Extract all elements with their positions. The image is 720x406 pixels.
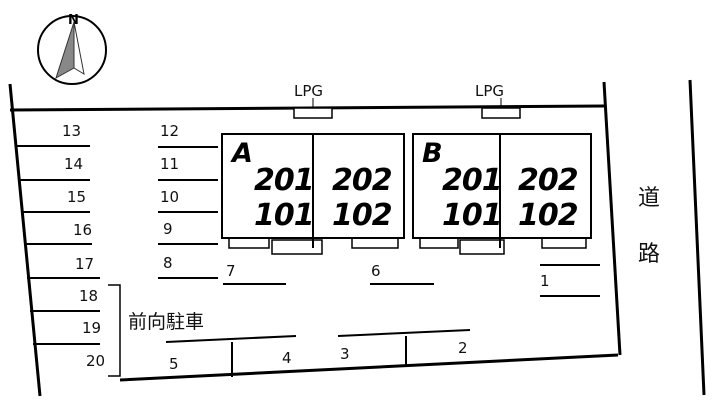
parking-space-3: 3 <box>340 345 350 363</box>
parking-space-12: 12 <box>160 122 180 140</box>
lpg-label-a: LPG <box>294 82 324 100</box>
parking-space-13: 13 <box>62 122 82 140</box>
parking-space-14: 14 <box>64 155 84 173</box>
lpg-tank-b <box>481 107 521 119</box>
building-b-unit-101: 101 <box>442 198 503 233</box>
building-a-unit-202: 202 <box>332 163 393 198</box>
building-a-label: A <box>232 138 253 169</box>
parking-lines-middle <box>158 146 218 279</box>
road-edge <box>688 79 706 396</box>
building-b-label: B <box>422 138 443 169</box>
building-a <box>221 133 405 255</box>
parking-space-15: 15 <box>67 188 87 206</box>
lpg-label-b: LPG <box>475 82 505 100</box>
building-a-unit-102: 102 <box>332 198 393 233</box>
north-label: N <box>68 13 79 28</box>
parking-lines-front <box>30 284 121 377</box>
parking-space-11: 11 <box>160 155 180 173</box>
parking-space-20: 20 <box>86 352 106 370</box>
building-b <box>412 133 592 255</box>
parking-space-17: 17 <box>75 255 95 273</box>
parking-space-10: 10 <box>160 188 180 206</box>
building-a-unit-201: 201 <box>254 163 315 198</box>
parking-lines-other <box>165 264 600 377</box>
parking-space-2: 2 <box>458 339 468 357</box>
parking-space-6: 6 <box>371 262 381 280</box>
lpg-tank-a <box>293 107 333 119</box>
building-a-unit-101: 101 <box>254 198 315 233</box>
building-b-unit-201: 201 <box>442 163 503 198</box>
parking-space-18: 18 <box>79 287 99 305</box>
parking-space-1: 1 <box>540 272 550 290</box>
parking-space-7: 7 <box>226 262 236 280</box>
building-b-unit-102: 102 <box>518 198 579 233</box>
parking-space-4: 4 <box>282 349 292 367</box>
parking-space-19: 19 <box>82 319 102 337</box>
road-label-char-2: 路 <box>638 242 661 267</box>
front-facing-parking-label: 前向駐車 <box>128 311 205 333</box>
road-label-char-1: 道 <box>638 186 661 211</box>
parking-space-16: 16 <box>73 221 93 239</box>
building-b-unit-202: 202 <box>518 163 579 198</box>
parking-space-8: 8 <box>163 254 173 272</box>
parking-space-5: 5 <box>169 355 179 373</box>
parking-space-9: 9 <box>163 220 173 238</box>
north-arrow-icon <box>37 15 107 85</box>
parking-lines-left <box>15 145 100 279</box>
